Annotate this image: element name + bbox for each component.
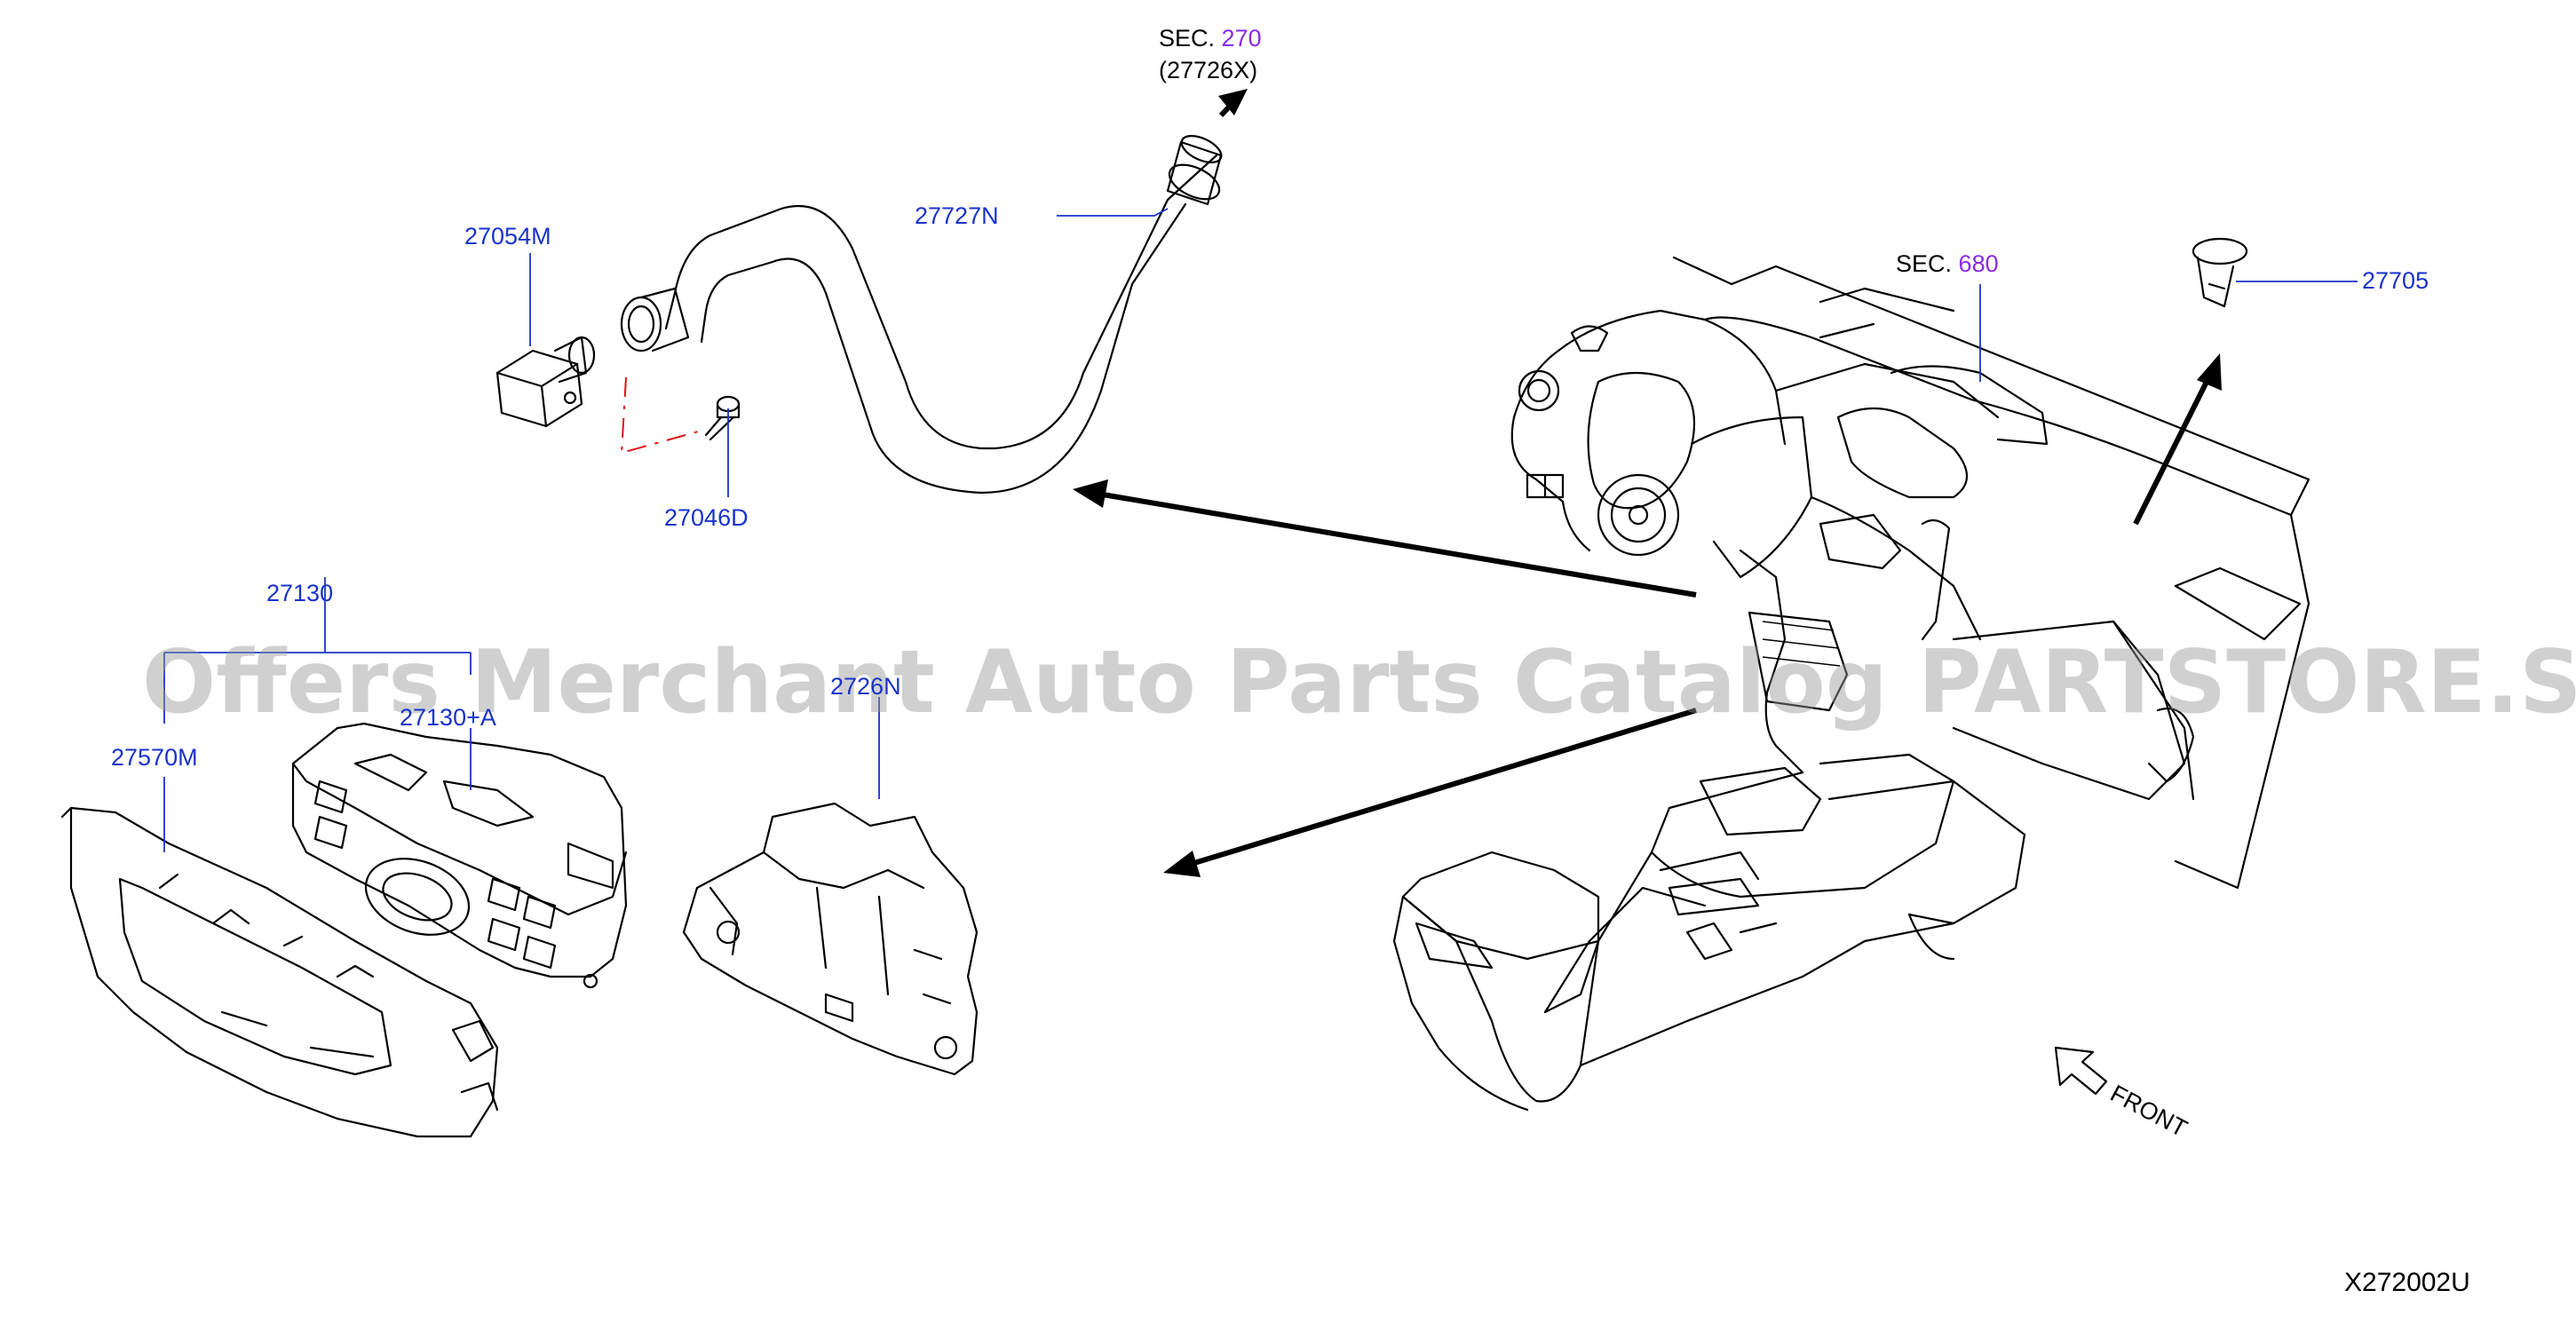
part-label-27130A[interactable]: 27130+A xyxy=(400,704,496,731)
diagram-code: X272002U xyxy=(2344,1268,2470,1297)
part-label-27130[interactable]: 27130 xyxy=(266,580,334,606)
section-number: 680 xyxy=(1958,250,1999,277)
part-label-27570M[interactable]: 27570M xyxy=(111,744,198,771)
pointer-arrows xyxy=(1073,89,2222,877)
bracket-2726N[interactable] xyxy=(682,802,979,1076)
section-ref-680[interactable]: SEC. 680 xyxy=(1896,252,1999,276)
part-label-27705[interactable]: 27705 xyxy=(2362,267,2429,294)
part-label-27054M[interactable]: 27054M xyxy=(464,223,551,249)
watermark: Offers Merchant Auto Parts Catalog PARTS… xyxy=(142,632,2576,733)
install-guide-line xyxy=(620,376,702,455)
instrument-panel-assembly xyxy=(1392,256,2310,1112)
sensor-27054M[interactable] xyxy=(495,336,596,428)
section-sub-27726X: (27726X) xyxy=(1159,57,1258,83)
part-label-27046D[interactable]: 27046D xyxy=(664,504,749,531)
clip-27705[interactable] xyxy=(2192,237,2248,308)
finisher-27570M[interactable] xyxy=(60,806,499,1138)
hose-27727N[interactable] xyxy=(620,131,1225,495)
part-label-2726N[interactable]: 2726N xyxy=(830,673,901,700)
front-direction-arrow xyxy=(2054,1046,2108,1096)
section-prefix: SEC. xyxy=(1159,25,1216,51)
section-prefix: SEC. xyxy=(1896,250,1953,277)
part-label-27727N[interactable]: 27727N xyxy=(915,202,999,229)
leader-lines xyxy=(163,208,2358,852)
screw-27046D[interactable] xyxy=(704,395,741,441)
section-ref-270[interactable]: SEC. 270 xyxy=(1159,27,1262,51)
control-unit-27130[interactable] xyxy=(291,722,628,989)
section-number: 270 xyxy=(1221,25,1262,51)
